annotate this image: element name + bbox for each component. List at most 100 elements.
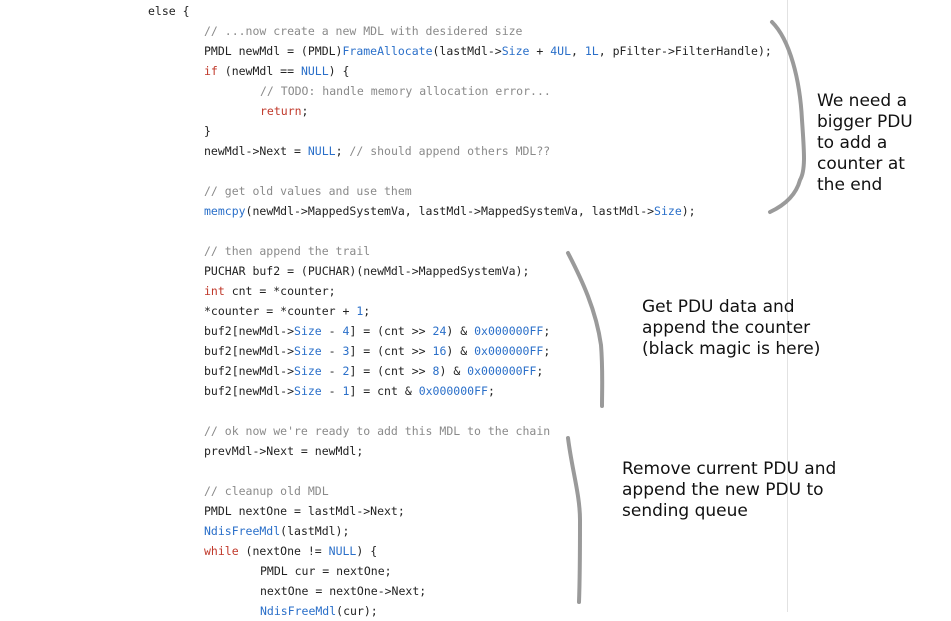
code-line: prevMdl->Next = newMdl; <box>204 441 363 461</box>
code-token: ) { <box>328 64 350 78</box>
code-token: Size <box>501 44 530 58</box>
code-token: ; <box>301 104 309 118</box>
code-line: buf2[newMdl->Size - 1] = cnt & 0x000000F… <box>204 381 495 401</box>
code-token: memcpy <box>204 204 246 218</box>
code-token: ] = (cnt >> <box>349 324 433 338</box>
code-token: Size <box>654 204 682 218</box>
code-token: PMDL newMdl = (PMDL) <box>204 44 343 58</box>
code-token: 0x000000FF <box>467 364 537 378</box>
code-line: int cnt = *counter; <box>204 281 336 301</box>
code-token: 0x000000FF <box>474 324 544 338</box>
code-token: nextOne = nextOne->Next; <box>260 584 427 598</box>
code-token: 4UL <box>550 44 572 58</box>
code-token: 24 <box>432 324 447 338</box>
code-token: ; <box>543 324 551 338</box>
code-token: ] = (cnt >> <box>349 364 433 378</box>
code-token: else { <box>148 4 190 18</box>
code-token: 1 <box>342 384 350 398</box>
code-token: ); <box>681 204 696 218</box>
code-token: ) & <box>446 344 475 358</box>
code-token: (nextOne != <box>238 544 329 558</box>
code-token: Size <box>294 384 322 398</box>
code-token: cnt = *counter; <box>224 284 336 298</box>
code-token: 1L <box>584 44 599 58</box>
code-line: PUCHAR buf2 = (PUCHAR)(newMdl->MappedSys… <box>204 261 529 281</box>
code-line: PMDL nextOne = lastMdl->Next; <box>204 501 405 521</box>
code-token: ] = cnt & <box>349 384 419 398</box>
code-token: ; <box>543 344 551 358</box>
code-token: buf2[newMdl-> <box>204 364 295 378</box>
code-line: // cleanup old MDL <box>204 481 329 501</box>
code-line: buf2[newMdl->Size - 4] = (cnt >> 24) & 0… <box>204 321 550 341</box>
bracket-bigger-pdu <box>768 20 806 214</box>
code-token: // should append others MDL?? <box>349 144 551 158</box>
code-line: buf2[newMdl->Size - 3] = (cnt >> 16) & 0… <box>204 341 550 361</box>
code-token: - <box>321 384 343 398</box>
code-view: else { // ...now create a new MDL with de… <box>148 4 772 618</box>
code-token: ) & <box>439 364 468 378</box>
code-line: // TODO: handle memory allocation error.… <box>260 81 551 101</box>
code-token: ; <box>536 364 544 378</box>
code-line: if (newMdl == NULL) { <box>204 61 349 81</box>
code-token: // ...now create a new MDL with desidere… <box>204 24 523 38</box>
code-token: Size <box>294 344 322 358</box>
code-token: 8 <box>432 364 440 378</box>
code-token: 16 <box>432 344 447 358</box>
code-token: ] = (cnt >> <box>349 344 433 358</box>
code-token: NdisFreeMdl <box>204 524 281 538</box>
code-token: 0x000000FF <box>418 384 488 398</box>
code-token: if <box>204 64 218 78</box>
code-line: // then append the trail <box>204 241 370 261</box>
code-token: ) & <box>446 324 475 338</box>
code-token: NULL <box>300 64 329 78</box>
bracket-remove-pdu <box>566 436 583 604</box>
code-token: buf2[newMdl-> <box>204 324 295 338</box>
annotation-pdu-data: Get PDU data and append the counter (bla… <box>642 297 821 359</box>
code-token: } <box>204 124 211 138</box>
code-token: newMdl->Next = <box>204 144 308 158</box>
code-token: prevMdl->Next = newMdl; <box>204 444 364 458</box>
code-token: PMDL cur = nextOne; <box>260 564 392 578</box>
code-token: - <box>321 364 343 378</box>
code-token: while <box>204 544 239 558</box>
code-token: PUCHAR buf2 = (PUCHAR)(newMdl->MappedSys… <box>204 264 530 278</box>
code-token: 0x000000FF <box>474 344 544 358</box>
code-line: } <box>204 121 211 141</box>
code-token: (lastMdl-> <box>432 44 502 58</box>
code-line: return; <box>260 101 308 121</box>
code-token: (newMdl == <box>217 64 301 78</box>
bracket-pdu-data <box>566 251 605 408</box>
code-token: ) { <box>356 544 378 558</box>
code-token: // then append the trail <box>204 244 371 258</box>
code-token: *counter = *counter + <box>204 304 357 318</box>
code-token: return <box>260 104 302 118</box>
code-token: buf2[newMdl-> <box>204 344 295 358</box>
code-token: int <box>204 284 225 298</box>
code-token: FrameAllocate <box>342 44 433 58</box>
code-token: + <box>529 44 551 58</box>
code-token: // get old values and use them <box>204 184 412 198</box>
code-line: memcpy(newMdl->MappedSystemVa, lastMdl->… <box>204 201 696 221</box>
code-line: // ok now we're ready to add this MDL to… <box>204 421 550 441</box>
code-token: 3 <box>342 344 350 358</box>
annotation-bigger-pdu: We need a bigger PDU to add a counter at… <box>817 91 913 195</box>
annotation-remove-pdu: Remove current PDU and append the new PD… <box>622 459 837 521</box>
code-token: , <box>571 44 585 58</box>
code-line: buf2[newMdl->Size - 2] = (cnt >> 8) & 0x… <box>204 361 543 381</box>
code-line: newMdl->Next = NULL; // should append ot… <box>204 141 550 161</box>
code-token: 4 <box>342 324 350 338</box>
editor-margin-line <box>787 0 788 612</box>
code-token: NULL <box>328 544 357 558</box>
code-token: (lastMdl); <box>280 524 350 538</box>
code-token: buf2[newMdl-> <box>204 384 295 398</box>
code-line: // ...now create a new MDL with desidere… <box>204 21 523 41</box>
code-line: PMDL cur = nextOne; <box>260 561 392 581</box>
code-line: // get old values and use them <box>204 181 412 201</box>
code-token: Size <box>294 324 322 338</box>
code-token: , pFilter->FilterHandle); <box>598 44 772 58</box>
code-token: ; <box>487 384 495 398</box>
code-token: // cleanup old MDL <box>204 484 329 498</box>
code-line: while (nextOne != NULL) { <box>204 541 377 561</box>
code-token: - <box>321 324 343 338</box>
